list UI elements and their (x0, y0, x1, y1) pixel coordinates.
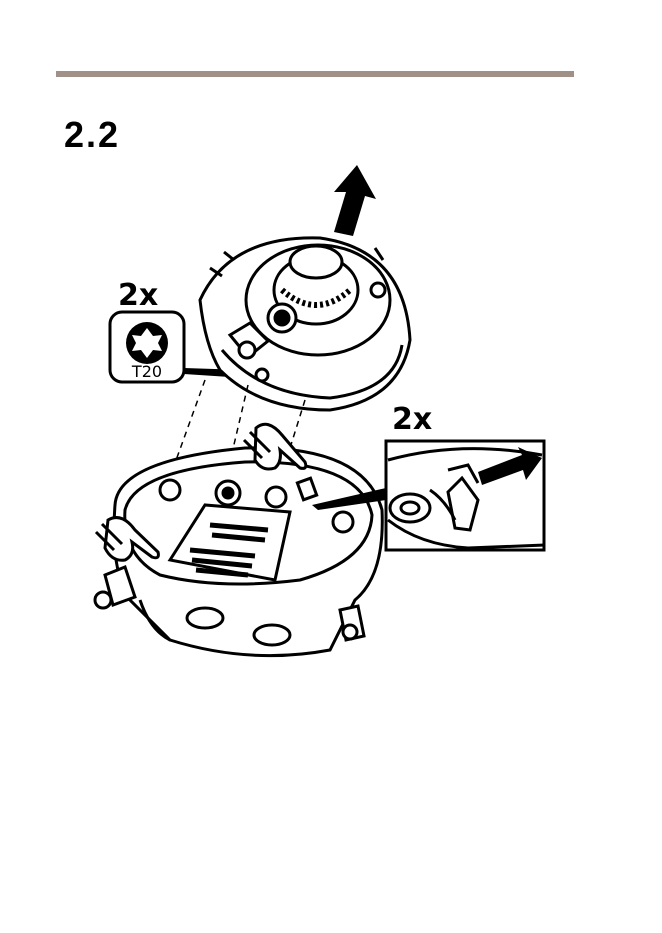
torx-bit-label: T20 (110, 362, 184, 381)
up-arrow-icon (334, 165, 376, 236)
detail-inset (386, 441, 545, 550)
torx-bit-icon (126, 322, 168, 364)
mounting-base (95, 448, 382, 656)
dome-camera (200, 238, 410, 410)
